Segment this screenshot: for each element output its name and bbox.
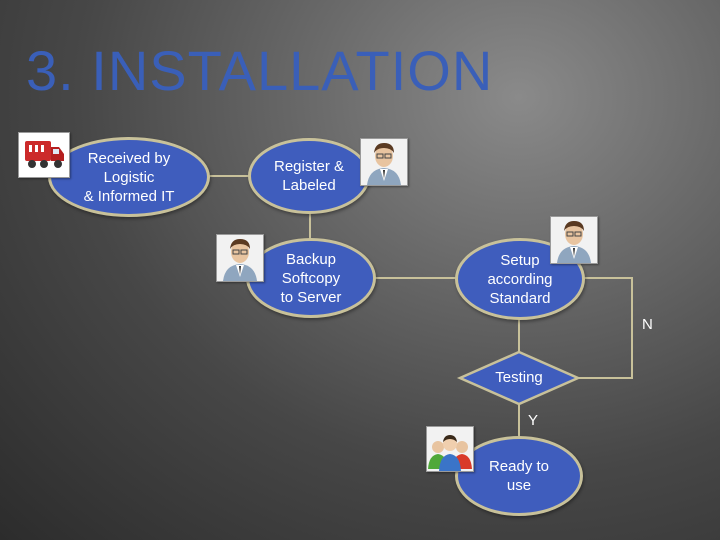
node-backup-softcopy: Backup Softcopy to Server: [246, 238, 376, 318]
node-received-by-logistic: Received by Logistic & Informed IT: [48, 137, 210, 217]
title-number: 3.: [26, 39, 75, 102]
person-icon: [216, 234, 264, 282]
person-icon: [360, 138, 408, 186]
slide-title: 3. INSTALLATION: [26, 38, 493, 103]
person-icon: [550, 216, 598, 264]
truck-icon: [18, 132, 70, 178]
node-register-labeled: Register & Labeled: [248, 138, 370, 214]
node-testing-label: Testing: [495, 369, 543, 386]
user-group-icon: [426, 426, 474, 472]
edge-label-yes: Y: [528, 412, 539, 429]
edge-label-no: N: [642, 316, 653, 333]
title-text: INSTALLATION: [91, 39, 494, 102]
connector-testing-setup-loop: [578, 277, 633, 379]
testing-diamond: [456, 350, 582, 406]
node-ready-to-use: Ready to use: [455, 436, 583, 516]
